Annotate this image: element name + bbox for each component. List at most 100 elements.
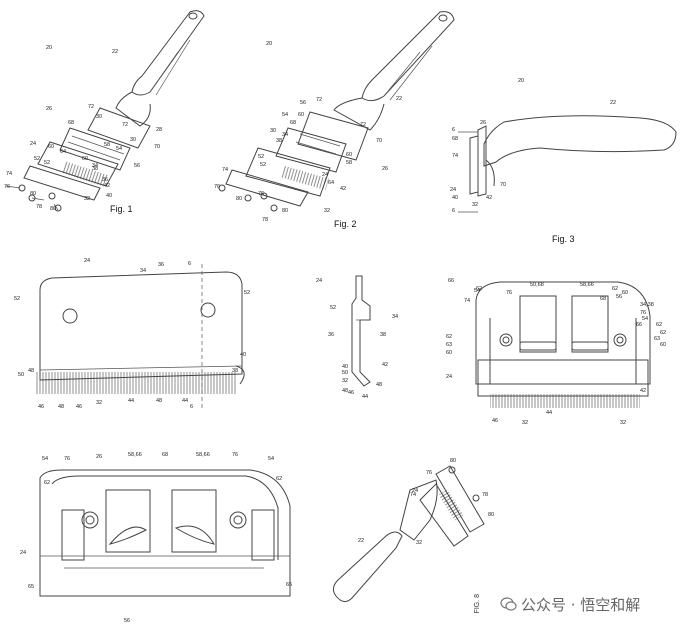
f1-numeral: 52 (44, 160, 50, 166)
f1-numeral: 72 (88, 104, 94, 110)
f4-numeral: 46 (38, 404, 44, 410)
f7-numeral: 65 (286, 582, 292, 588)
f8-numeral: 74 (410, 492, 416, 498)
f1-numeral: 80 (50, 206, 56, 212)
f4-numeral: 24 (84, 258, 90, 264)
f4-numeral: 38 (232, 368, 238, 374)
f7-numeral: 68 (162, 452, 168, 458)
f4-numeral: 40 (240, 352, 246, 358)
f1-numeral: 70 (154, 144, 160, 150)
f5-numeral: 44 (362, 394, 368, 400)
f1-numeral: 38 (92, 166, 98, 172)
f6-numeral: 66 (636, 322, 642, 328)
f7-numeral: 62 (276, 476, 282, 482)
f1-numeral: 54 (116, 146, 122, 152)
f4-numeral: 48 (58, 404, 64, 410)
f5-numeral: 32 (342, 378, 348, 384)
f6-numeral: 62 (612, 286, 618, 292)
f7-numeral: 58,66 (128, 452, 142, 458)
f2-numeral: 56 (300, 100, 306, 106)
wechat-icon (500, 597, 517, 611)
f2-numeral: 42 (340, 186, 346, 192)
f2-numeral: 78 (262, 217, 268, 223)
f1-numeral: 40 (106, 193, 112, 199)
f4-numeral: 6 (188, 261, 191, 267)
f5-numeral: 34 (392, 314, 398, 320)
f6-numeral: 60 (622, 290, 628, 296)
f5-numeral: 36 (328, 332, 334, 338)
f4-numeral: 50 (18, 372, 24, 378)
f1-numeral: 68 (68, 120, 74, 126)
f4-numeral: 48 (28, 368, 34, 374)
f6-numeral: 60 (446, 350, 452, 356)
f1-numeral: 24 (30, 141, 36, 147)
f7-numeral: 56 (124, 618, 130, 624)
f2-numeral: 22 (396, 96, 402, 102)
f8-numeral: 24 (412, 488, 418, 494)
f2-numeral: 80 (282, 208, 288, 214)
f7-numeral: 24 (20, 550, 26, 556)
f6-numeral: 32 (620, 420, 626, 426)
f3-numeral: 6 (452, 208, 455, 214)
f8-numeral: 76 (426, 470, 432, 476)
f1-numeral: 52 (34, 156, 40, 162)
watermark: 公众号 · 悟空和解 (500, 594, 640, 615)
f1-numeral: 22 (112, 49, 118, 55)
f3-numeral: 20 (518, 78, 524, 84)
f2-numeral: 32 (324, 208, 330, 214)
f5-numeral: 24 (316, 278, 322, 284)
f7-numeral: 76 (232, 452, 238, 458)
f7-numeral: 65 (28, 584, 34, 590)
f2-numeral: 60 (298, 112, 304, 118)
watermark-text: 公众号 · 悟空和解 (521, 596, 641, 614)
f6-numeral: 74 (464, 298, 470, 304)
f4-numeral: 52 (244, 290, 250, 296)
fig1-caption: Fig. 1 (110, 204, 133, 214)
f6-numeral: 60 (660, 342, 666, 348)
f3-numeral: 6 (452, 127, 455, 133)
f7-numeral: 62 (44, 480, 50, 486)
f6-numeral: 32 (522, 420, 528, 426)
f6-numeral: 62 (476, 286, 482, 292)
f2-numeral: 72 (316, 97, 322, 103)
f1-numeral: 72 (122, 122, 128, 128)
f6-numeral: 42 (640, 388, 646, 394)
f5-numeral: 52 (330, 305, 336, 311)
f4-numeral: 46 (76, 404, 82, 410)
f8-numeral: 80 (488, 512, 494, 518)
f6-numeral: 34,38 (640, 302, 654, 308)
f2-numeral: 64 (328, 180, 334, 186)
f4-numeral: 36 (158, 262, 164, 268)
f2-numeral: 52 (258, 154, 264, 160)
f5-numeral: 46 (348, 390, 354, 396)
f1-numeral: 60 (82, 156, 88, 162)
f8-numeral: 80 (450, 458, 456, 464)
f1-numeral: 56 (134, 163, 140, 169)
f3-numeral: 22 (610, 100, 616, 106)
f6-numeral: 50,68 (530, 282, 544, 288)
f2-numeral: 60 (346, 152, 352, 158)
f2-numeral: 80 (236, 196, 242, 202)
f3-numeral: 42 (486, 195, 492, 201)
f3-numeral: 74 (452, 153, 458, 159)
f6-numeral: 54 (474, 288, 480, 294)
f6-numeral: 24 (446, 374, 452, 380)
f2-numeral: 52 (260, 162, 266, 168)
f2-numeral: 76 (258, 191, 264, 197)
f6-numeral: 63 (446, 342, 452, 348)
f1-numeral: 34 (92, 163, 98, 169)
f6-numeral: 63 (654, 336, 660, 342)
f6-numeral: 58,66 (580, 282, 594, 288)
f2-numeral: 26 (382, 166, 388, 172)
f3-numeral: 24 (450, 187, 456, 193)
